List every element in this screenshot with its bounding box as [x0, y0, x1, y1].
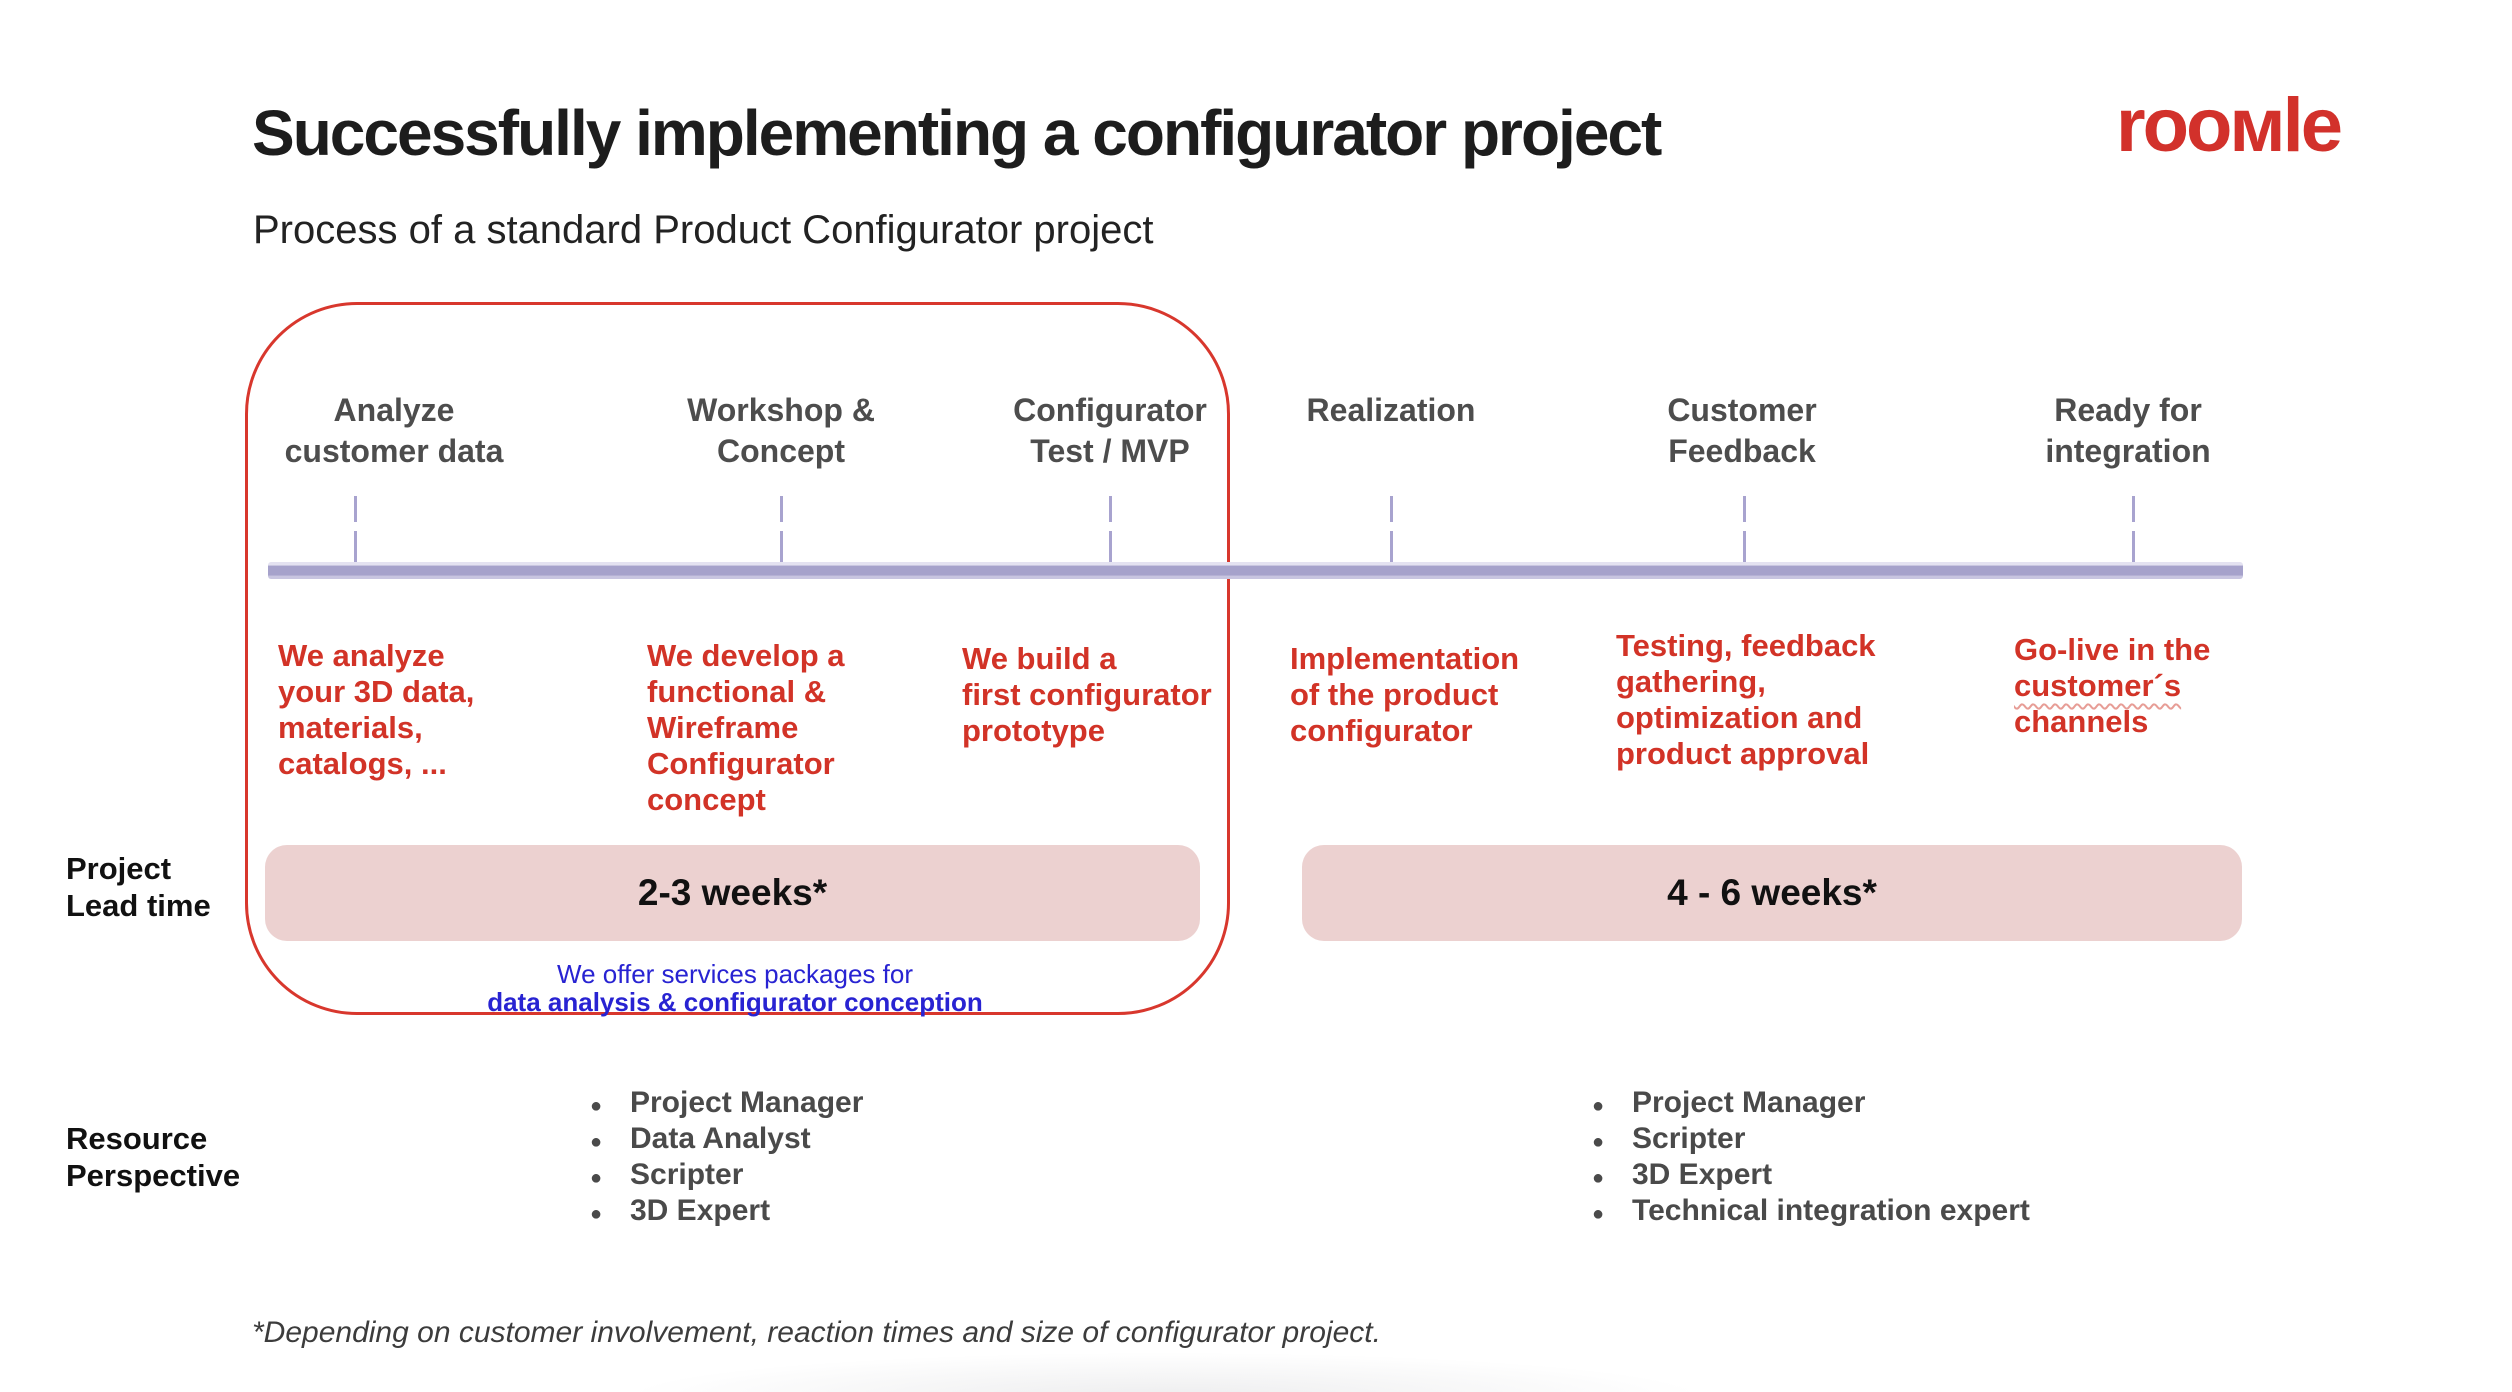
- go-live-line-1: Go-live in the: [2014, 632, 2211, 667]
- lead-time-bar-phase2: 4 - 6 weeks*: [1302, 845, 2242, 941]
- bullet-icon: ●: [590, 1167, 603, 1189]
- stage-label-analyze-customer-data: Analyze customer data: [284, 392, 504, 469]
- bullet-icon: ●: [1592, 1131, 1605, 1153]
- project-lead-time-label: Project Lead time: [66, 851, 211, 923]
- bullet-icon: ●: [1592, 1095, 1605, 1117]
- list-item: ● Scripter: [590, 1158, 863, 1191]
- realization-team-list: ● Project Manager ● Scripter ● 3D Expert…: [1592, 1086, 2030, 1227]
- roomle-logo: rooмle: [2116, 83, 2343, 168]
- services-note-line2: data analysis & configurator conception: [487, 987, 983, 1017]
- team-member-role: Scripter: [1632, 1122, 1746, 1155]
- timeline-tick: [1390, 496, 1393, 562]
- bullet-icon: ●: [590, 1095, 603, 1117]
- stage-label-ready-for-integration: Ready for integration: [2045, 392, 2211, 469]
- list-item: ● 3D Expert: [590, 1194, 863, 1227]
- bullet-icon: ●: [1592, 1203, 1605, 1225]
- list-item: ● Project Manager: [1592, 1086, 2030, 1119]
- timeline-bar: [268, 562, 2243, 579]
- team-member-role: Scripter: [630, 1158, 744, 1191]
- lead-time-phase1-duration: 2-3 weeks*: [637, 872, 828, 913]
- team-member-role: Technical integration expert: [1632, 1194, 2030, 1227]
- stage-description-realization: Implementation of the product configurat…: [1290, 641, 1520, 748]
- lead-time-phase2-duration: 4 - 6 weeks*: [1667, 872, 1877, 913]
- stage-description-analyze: We analyze your 3D data, materials, cata…: [278, 638, 475, 781]
- services-packages-note: We offer services packages for data anal…: [435, 960, 1035, 1016]
- stage-label-workshop-concept: Workshop & Concept: [687, 392, 875, 469]
- timeline-tick: [354, 496, 357, 562]
- timeline-tick: [780, 496, 783, 562]
- concept-team-list: ● Project Manager ● Data Analyst ● Scrip…: [590, 1086, 863, 1227]
- stage-label-customer-feedback: Customer Feedback: [1667, 392, 1817, 469]
- stage-label-configurator-test-mvp: Configurator Test / MVP: [1013, 392, 1207, 469]
- services-note-line1: We offer services packages for: [557, 959, 913, 989]
- team-member-role: Data Analyst: [630, 1122, 811, 1155]
- bullet-icon: ●: [590, 1203, 603, 1225]
- list-item: ● 3D Expert: [1592, 1158, 2030, 1191]
- stage-description-feedback: Testing, feedback gathering, optimizatio…: [1616, 628, 1876, 771]
- phase1-highlight-outline: [245, 302, 1230, 1015]
- footnote: *Depending on customer involvement, reac…: [252, 1316, 1381, 1349]
- go-live-line-3: channels: [2014, 704, 2149, 739]
- list-item: ● Scripter: [1592, 1122, 2030, 1155]
- go-live-line-2: customer´s: [2014, 668, 2354, 704]
- list-item: ● Technical integration expert: [1592, 1194, 2030, 1227]
- team-member-role: Project Manager: [1632, 1086, 1866, 1119]
- list-item: ● Project Manager: [590, 1086, 863, 1119]
- timeline-tick: [2132, 496, 2135, 562]
- team-member-role: 3D Expert: [630, 1194, 771, 1227]
- stage-description-test-mvp: We build a first configurator prototype: [962, 641, 1212, 748]
- list-item: ● Data Analyst: [590, 1122, 863, 1155]
- timeline-tick: [1743, 496, 1746, 562]
- stage-description-go-live: Go-live in the customer´s channels: [2014, 632, 2354, 740]
- timeline-tick: [1109, 496, 1112, 562]
- bullet-icon: ●: [1592, 1167, 1605, 1189]
- resource-perspective-label: Resource Perspective: [66, 1121, 241, 1193]
- team-member-role: Project Manager: [630, 1086, 864, 1119]
- slide-subtitle: Process of a standard Product Configurat…: [253, 208, 1154, 252]
- lead-time-bar-phase1: 2-3 weeks*: [265, 845, 1200, 941]
- slide-title: Successfully implementing a configurator…: [252, 97, 1662, 169]
- stage-label-realization: Realization: [1306, 392, 1476, 428]
- customers-underlined-word: customer´s: [2014, 668, 2182, 703]
- stage-description-workshop: We develop a functional & Wireframe Conf…: [647, 638, 845, 817]
- team-member-role: 3D Expert: [1632, 1158, 1773, 1191]
- bullet-icon: ●: [590, 1131, 603, 1153]
